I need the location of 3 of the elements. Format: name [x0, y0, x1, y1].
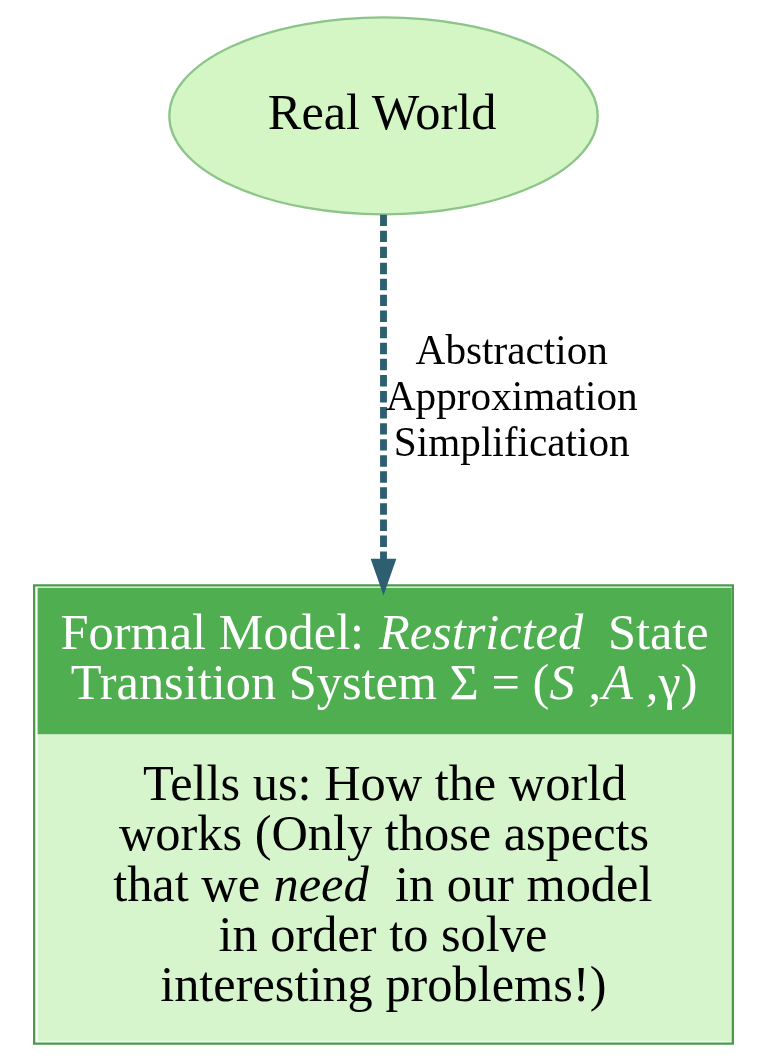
node-ellipse: Real World: [168, 16, 599, 216]
arrow: [370, 214, 397, 596]
edge-label: Abstraction Approximation Simplification: [385, 327, 638, 465]
